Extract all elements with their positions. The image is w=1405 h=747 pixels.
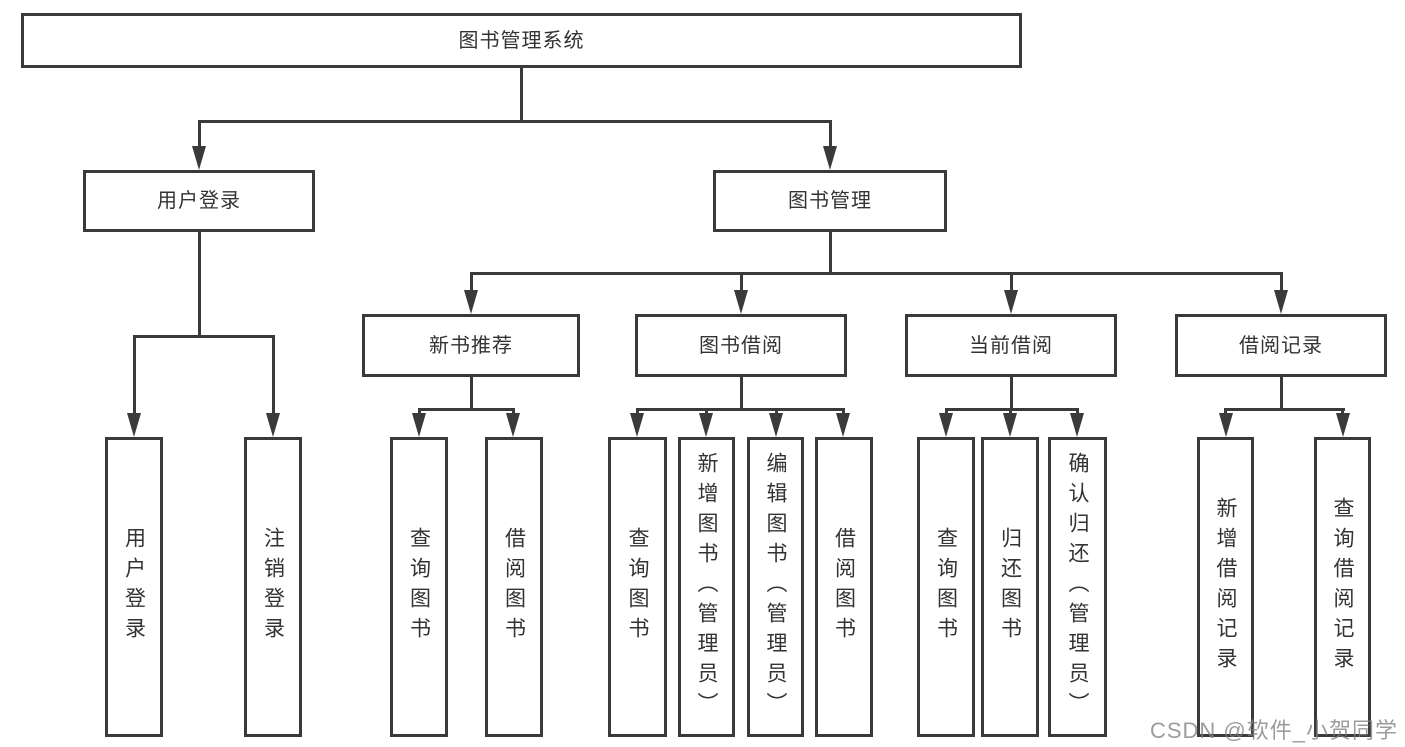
connector-line [636,408,639,416]
arrowhead-down-icon [1274,290,1288,314]
arrowhead-down-icon [192,146,206,170]
node-leaf-borrow-books-2: 借阅图书 [815,437,873,737]
node-leaf-user-login: 用户登录 [105,437,163,737]
connector-line [829,232,832,272]
node-current-borrow: 当前借阅 [905,314,1117,377]
connector-line [842,408,845,416]
connector-line [636,408,845,411]
connector-line [470,272,1282,275]
connector-line [945,408,948,416]
connector-line [470,272,473,292]
node-leaf-logout: 注销登录 [244,437,302,737]
connector-line [1224,408,1345,411]
connector-line [1076,408,1079,416]
arrowhead-down-icon [1219,413,1233,437]
connector-line [133,335,275,338]
node-leaf-add-borrow-record: 新增借阅记录 [1197,437,1254,737]
arrowhead-down-icon [836,413,850,437]
node-borrow-records: 借阅记录 [1175,314,1387,377]
node-leaf-query-books-3: 查询图书 [917,437,975,737]
node-leaf-query-books-2: 查询图书 [608,437,667,737]
connector-line [1280,377,1283,408]
arrowhead-down-icon [1070,413,1084,437]
connector-line [470,377,473,408]
node-leaf-edit-book-admin: 编辑图书（管理员） [747,437,804,737]
node-leaf-query-borrow-record: 查询借阅记录 [1314,437,1371,737]
connector-line [1009,408,1012,416]
node-book-borrow: 图书借阅 [635,314,847,377]
node-library-management-system: 图书管理系统 [21,13,1022,68]
connector-line [418,408,515,411]
connector-line [775,408,778,416]
arrowhead-down-icon [939,413,953,437]
node-leaf-return-book: 归还图书 [981,437,1039,737]
arrowhead-down-icon [1003,413,1017,437]
connector-line [1010,272,1013,292]
arrowhead-down-icon [734,290,748,314]
arrowhead-down-icon [769,413,783,437]
arrowhead-down-icon [630,413,644,437]
arrowhead-down-icon [506,413,520,437]
connector-line [829,120,832,148]
connector-line [705,408,708,416]
arrowhead-down-icon [699,413,713,437]
connector-line [740,272,743,292]
node-leaf-confirm-return-admin: 确认归还（管理员） [1048,437,1107,737]
node-book-management: 图书管理 [713,170,947,232]
connector-line [198,120,201,148]
connector-line [512,408,515,416]
arrowhead-down-icon [412,413,426,437]
connector-line [740,377,743,408]
node-leaf-borrow-books: 借阅图书 [485,437,543,737]
arrowhead-down-icon [127,413,141,437]
connector-line [1224,408,1227,416]
node-new-book-recommend: 新书推荐 [362,314,580,377]
connector-line [945,408,1079,411]
connector-line [418,408,421,416]
arrowhead-down-icon [266,413,280,437]
connector-line [198,120,832,123]
arrowhead-down-icon [1336,413,1350,437]
node-leaf-add-book-admin: 新增图书（管理员） [678,437,735,737]
connector-line [272,335,275,415]
connector-line [1341,408,1344,416]
arrowhead-down-icon [1004,290,1018,314]
connector-line [1280,272,1283,292]
connector-line [133,335,136,415]
arrowhead-down-icon [823,146,837,170]
arrowhead-down-icon [464,290,478,314]
node-user-login: 用户登录 [83,170,315,232]
connector-line [1010,377,1013,408]
node-leaf-query-books: 查询图书 [390,437,448,737]
connector-line [198,232,201,335]
connector-line [520,68,523,120]
